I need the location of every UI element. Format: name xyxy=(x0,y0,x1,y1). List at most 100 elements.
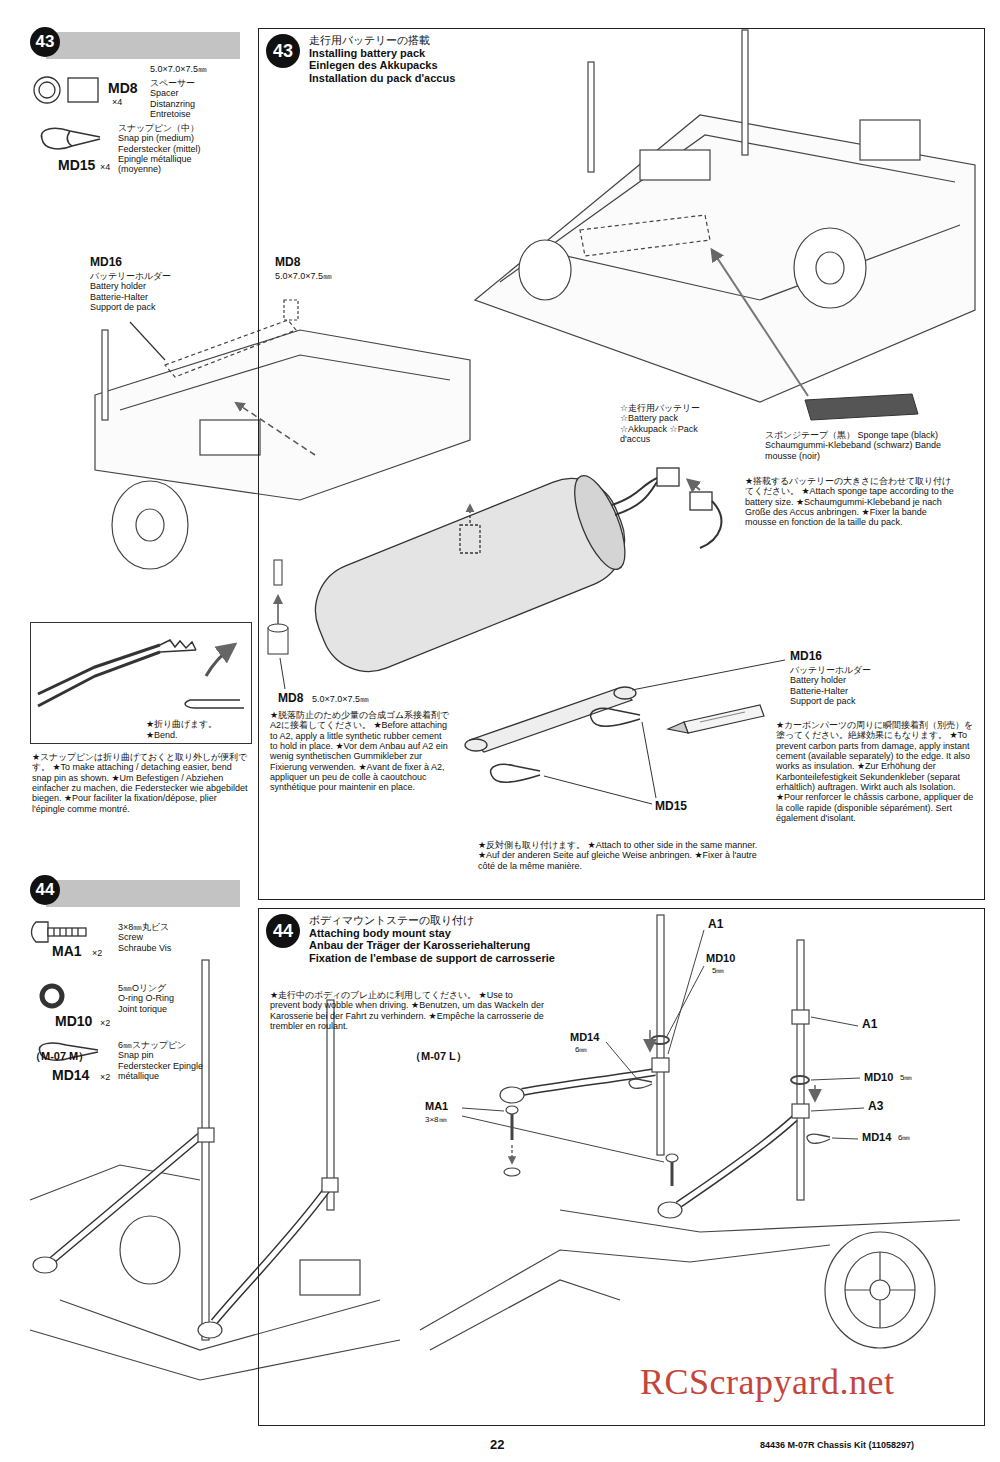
label-slot: バッテリーホルダー Battery holder Batterie-Halter… xyxy=(90,271,175,312)
label-slot: MA1 xyxy=(52,943,82,959)
glue-tube-part xyxy=(700,712,745,722)
tip-text-holder: ★折り曲げます。 ★Bend. xyxy=(146,719,236,740)
part-code: MD16 xyxy=(790,650,822,664)
note-text: ★スナップピンは折り曲げておくと取り外しが便利です。 ★To make atta… xyxy=(32,752,250,814)
step-number: 44 xyxy=(266,914,300,948)
o-ring-icon-part xyxy=(42,986,62,1006)
chassis-drawing-part xyxy=(522,1072,655,1092)
chassis-drawing-part xyxy=(33,1257,57,1273)
chassis-drawing xyxy=(475,30,975,402)
chassis-drawing-part xyxy=(214,1188,328,1322)
label-slot: スペーサー Spacer Distanzring Entretoise xyxy=(150,78,220,119)
snap-pin-drawing-part xyxy=(592,719,640,726)
label-slot: 22 xyxy=(490,1438,504,1453)
chassis-drawing-part xyxy=(832,1138,858,1139)
chassis-drawing-part xyxy=(671,1160,674,1186)
step-title: Einlegen des Akkupacks xyxy=(309,59,455,72)
step-header: 44 xyxy=(30,878,240,909)
dimension: 5㎜ xyxy=(712,966,724,975)
chassis-drawing-part xyxy=(475,115,975,402)
label-slot: MD8 xyxy=(108,80,138,96)
part-code: MD14 xyxy=(52,1067,89,1083)
part-name: バッテリーホルダー Battery holder Batterie-Halter… xyxy=(790,665,875,706)
chassis-drawing-part xyxy=(522,1072,655,1092)
chassis-drawing-part xyxy=(30,1165,200,1200)
chassis-drawing-part xyxy=(666,966,704,1038)
spacer-icon-part xyxy=(39,82,55,98)
battery-pack-part xyxy=(688,480,700,490)
chassis-drawing-part xyxy=(130,322,165,360)
part-name: スペーサー Spacer Distanzring Entretoise xyxy=(150,78,220,119)
spacer-drawing-part xyxy=(268,624,288,632)
chassis-drawing-part xyxy=(284,300,298,320)
label-slot: ★搭載するバッテリーの大きさに合わせて取り付けてください。 ★Attach sp… xyxy=(745,476,960,528)
screw-icon-part xyxy=(48,928,86,936)
chassis-drawing-part xyxy=(462,1108,504,1111)
chassis-drawing-part xyxy=(807,1134,830,1143)
step-title: Fixation de l'embase de support de carro… xyxy=(309,952,555,965)
chassis-drawing-part xyxy=(519,240,571,300)
chassis-drawing-part xyxy=(657,915,664,1155)
battery-pack-part-part xyxy=(564,469,635,575)
label-slot: ☆走行用バッテリー ☆Battery pack ☆Akkupack ☆Pack … xyxy=(620,403,710,444)
step-panel: 44 ボディマウントステーの取り付けAttaching body mount st… xyxy=(258,908,985,1426)
part-code: A3 xyxy=(868,1100,883,1114)
title-block: ボディマウントステーの取り付けAttaching body mount stay… xyxy=(309,914,555,965)
part-code: MD8 xyxy=(278,692,303,706)
label-slot: 3×8㎜ xyxy=(425,1115,447,1124)
label-slot: バッテリーホルダー Battery holder Batterie-Halter… xyxy=(790,665,875,706)
dimension: 5.0×7.0×7.5㎜ xyxy=(275,271,332,281)
part-code: MD8 xyxy=(108,80,138,96)
header-bar xyxy=(46,880,240,907)
chassis-drawing-part xyxy=(794,228,866,308)
chassis-drawing-part xyxy=(511,1145,512,1163)
chassis-drawing-part xyxy=(50,1136,200,1262)
chassis-drawing-part xyxy=(845,1252,915,1328)
variant-label: （M-07 L） xyxy=(410,1050,467,1063)
label-slot: MD14 xyxy=(862,1131,891,1144)
label-slot: MD10 xyxy=(55,1013,92,1029)
chassis-drawing-part xyxy=(791,1076,809,1084)
label-slot: MD14 xyxy=(570,1031,599,1044)
part-code: MD8 xyxy=(275,256,300,270)
chassis-drawing-part xyxy=(588,62,594,172)
quantity: ×2 xyxy=(92,948,102,958)
label-slot: 5.0×7.0×7.5㎜ xyxy=(275,271,332,281)
chassis-drawing-part xyxy=(666,1154,678,1162)
part-name: スナップピン（中） Snap pin (medium) Federstecker… xyxy=(118,123,218,175)
chassis-drawing-part xyxy=(811,1108,864,1111)
label-slot: スポンジテープ（黒） Sponge tape (black) Schaumgum… xyxy=(765,430,945,461)
chassis-drawing-part xyxy=(652,1058,669,1072)
chassis-drawing-part xyxy=(814,1085,816,1100)
part-code: MA1 xyxy=(425,1100,448,1113)
chassis-drawing-part xyxy=(606,1042,638,1080)
battery-pack-part xyxy=(690,492,712,510)
label-slot: MA1 xyxy=(425,1100,448,1113)
glue-tube xyxy=(668,705,764,733)
label-slot: MD8 xyxy=(275,256,300,270)
note-text: ★カーボンパーツの周りに瞬間接着剤（別売）を塗ってください。絶縁効果にもなります… xyxy=(776,720,981,823)
chassis-drawing-part xyxy=(816,252,844,284)
spacer-drawing-part xyxy=(277,596,279,624)
battery-holder-part xyxy=(614,687,636,699)
part-code: A1 xyxy=(708,918,723,932)
chassis-drawing xyxy=(420,915,960,1350)
battery-pack-part-part xyxy=(301,464,639,686)
chassis-drawing-part xyxy=(95,330,470,500)
chassis-drawing-part xyxy=(50,1136,200,1262)
step-number: 44 xyxy=(30,875,60,905)
chassis-drawing-part xyxy=(430,1280,620,1350)
dimension: 6㎜ xyxy=(575,1045,587,1054)
step-title: Attaching body mount stay xyxy=(309,927,555,940)
label-slot: MD10 xyxy=(706,952,735,965)
label-slot: （M-07 L） xyxy=(410,1050,467,1063)
part-name: 5㎜Oリング O-ring O-Ring Joint torique xyxy=(118,983,178,1014)
chassis-drawing-part xyxy=(797,940,804,1200)
label-slot: ★スナップピンは折り曲げておくと取り外しが便利です。 ★To make atta… xyxy=(32,752,250,814)
label-slot: ★脱落防止のため少量の合成ゴム系接着剤でA2に接着してください。 ★Before… xyxy=(270,710,450,793)
chassis-drawing-part xyxy=(120,1216,180,1284)
chassis-drawing-part xyxy=(540,225,960,300)
chassis-drawing-part xyxy=(165,320,296,377)
chassis-drawing-part xyxy=(658,1202,682,1218)
